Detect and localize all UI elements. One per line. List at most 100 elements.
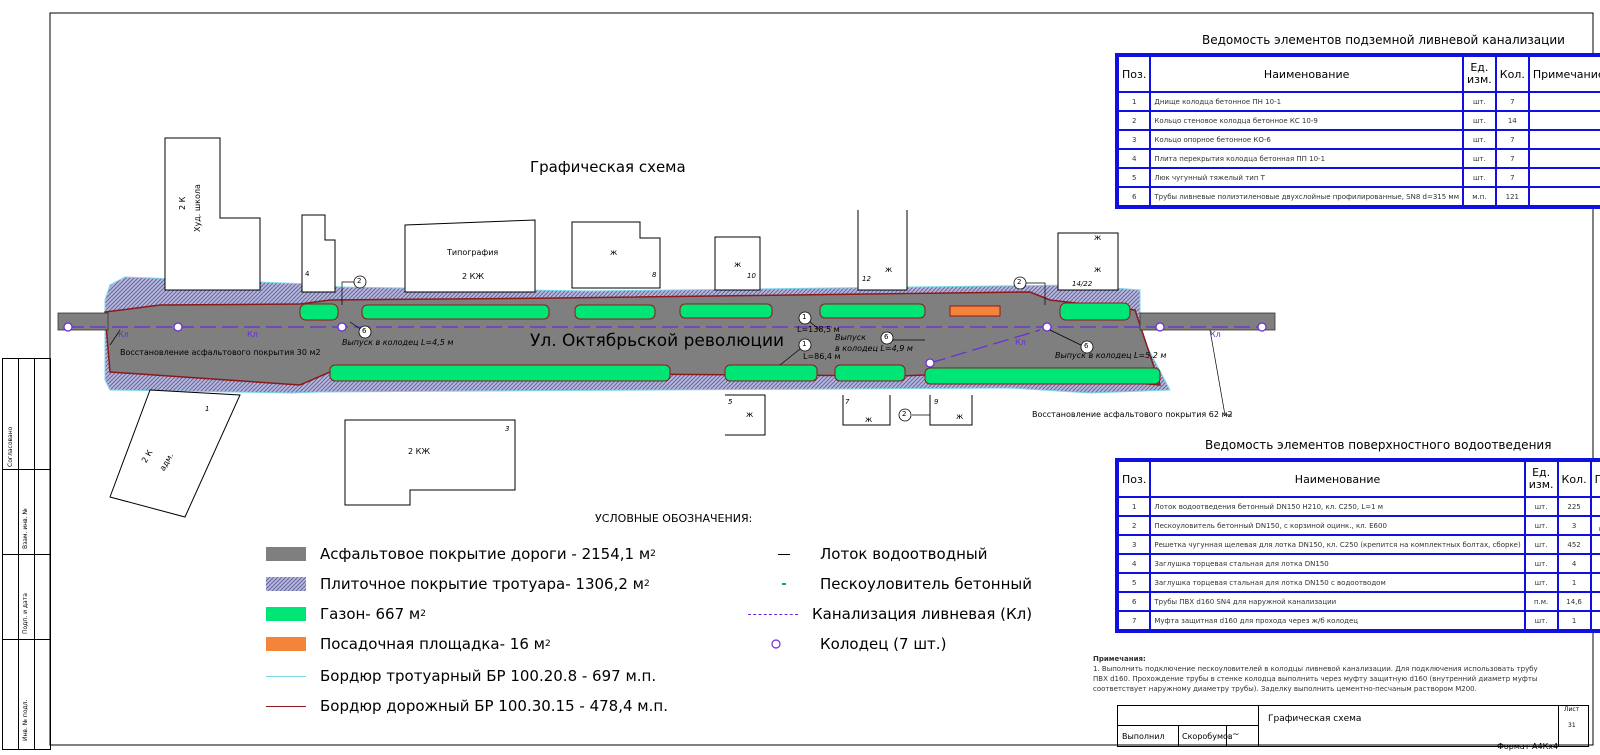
cell-pos: 3 [1115, 534, 1152, 555]
restore-62-label: Восстановление асфальтового покрытия 62 … [1032, 410, 1233, 419]
side-label-d: Инв. № подл. [22, 699, 29, 741]
school-label: Худ. школа [193, 184, 202, 232]
outlet-45-label: Выпуск в колодец L=4,5 м [342, 338, 454, 347]
kl-label-1: Кл [118, 330, 129, 339]
lawns [299, 302, 1161, 385]
lawn-swatch [266, 607, 306, 621]
cell-note [1589, 591, 1600, 612]
buildings [109, 137, 1119, 518]
callout-circles [353, 275, 1094, 422]
cell-qty: 4 [1556, 553, 1592, 574]
building-8-label: 8 [652, 271, 657, 279]
cell-pos: 1 [1115, 91, 1152, 112]
outlet-49-label-b: в колодец L=4,9 м [835, 344, 913, 353]
underground-table: Поз. Наименование Ед. изм. Кол. Примечан… [1115, 53, 1600, 209]
cell-unit: шт. [1523, 515, 1559, 536]
curb-sidewalk-line [266, 675, 306, 677]
cell-pos: 2 [1115, 110, 1152, 131]
sewer-symbol [748, 613, 798, 615]
building-5-zh: ж [746, 410, 754, 419]
cell-name: Трубы ПВХ d160 SN4 для наружной канализа… [1149, 591, 1526, 612]
legend-sup: 2 [544, 639, 551, 649]
col-unit: Ед. изм. [1461, 54, 1497, 93]
tile-swatch [266, 577, 306, 591]
cell-unit: шт. [1523, 534, 1559, 555]
cell-qty: 7 [1494, 91, 1530, 112]
legend-item-manhole: Колодец (7 шт.) [766, 635, 946, 653]
sandtrap-symbol [782, 583, 786, 585]
cell-pos: 6 [1115, 186, 1152, 208]
legend-label: Пескоуловитель бетонный [820, 575, 1032, 593]
building-14-label: 14/22 [1072, 280, 1093, 288]
cell-unit: шт. [1461, 91, 1497, 112]
cell-note [1527, 167, 1600, 188]
table-header-row: Поз. Наименование Ед. изм. Кол. Примечан… [1115, 459, 1600, 498]
col-note: Примечание [1589, 459, 1600, 498]
sewer-line [68, 326, 1265, 364]
manholes [63, 322, 1267, 368]
pad-swatch [266, 637, 306, 651]
cell-unit: шт. [1461, 129, 1497, 150]
legend-label: Лоток водоотводный [820, 545, 988, 563]
outlet-52-label: Выпуск в колодец L=5,2 м [1055, 351, 1167, 360]
legend-label: Бордюр тротуарный БР 100.20.8 - 697 м.п. [320, 667, 657, 685]
col-pos: Поз. [1115, 54, 1152, 93]
cell-pos: 3 [1115, 129, 1152, 150]
building-4-label: 4 [305, 270, 310, 278]
cell-name: Решетка чугунная щелевая для лотка DN150… [1149, 534, 1526, 555]
legend-label: Газон- 667 м [320, 605, 421, 623]
surface-table-title: Ведомость элементов поверхностного водоо… [1205, 438, 1552, 452]
callout-2c: 2 [902, 410, 907, 418]
underground-table-title: Ведомость элементов подземной ливневой к… [1202, 33, 1565, 47]
cell-unit: шт. [1523, 496, 1559, 517]
kl-label-2: Кл [247, 330, 258, 339]
building-12-label: 12 [862, 275, 871, 283]
legend-title: УСЛОВНЫЕ ОБОЗНАЧЕНИЯ: [595, 512, 753, 525]
cell-qty: 225 [1556, 496, 1592, 517]
restore-30-label: Восстановление асфальтового покрытия 30 … [120, 348, 321, 357]
col-unit: Ед. изм. [1523, 459, 1559, 498]
side-label-b: Взам. инв. № [22, 508, 29, 549]
cell-unit: шт. [1461, 167, 1497, 188]
col-qty: Кол. [1494, 54, 1530, 93]
cell-note [1527, 148, 1600, 169]
school-floors: 2 К [178, 196, 187, 210]
cell-pos: 5 [1115, 572, 1152, 593]
cell-name: Пескоуловитель бетонный DN150, с корзино… [1149, 515, 1526, 536]
cell-name: Заглушка торцевая стальная для лотка DN1… [1149, 553, 1526, 574]
col-pos: Поз. [1115, 459, 1152, 498]
side-stamp: Согласовано Взам. инв. № Подп. и дата Ин… [2, 358, 51, 750]
kl-label-3: Кл [1015, 338, 1026, 347]
curb-road-line [266, 705, 306, 707]
cell-unit: шт. [1461, 110, 1497, 131]
building-1-label: 1 [205, 405, 210, 413]
street-name: Ул. Октябрьской революции [530, 331, 785, 351]
length-864-label: L=86,4 м [803, 352, 841, 361]
building-7-zh: ж [865, 415, 873, 424]
cell-name: Кольцо стеновое колодца бетонное КС 10-9 [1149, 110, 1464, 131]
gutter-symbol [778, 553, 790, 555]
planting-pad [949, 305, 1001, 317]
cell-qty: 14 [1494, 110, 1530, 131]
legend-label: Колодец (7 шт.) [820, 635, 947, 653]
length-1385-label: L=138,5 м [797, 325, 840, 334]
cell-pos: 1 [1115, 496, 1152, 517]
building-12-zh: ж [885, 265, 893, 274]
stamp-title: Графическая схема [1268, 714, 1362, 724]
cell-unit: шт. [1523, 610, 1559, 632]
cell-note: С выпуском для подключения трубы [1589, 515, 1600, 536]
building-14-zh2: ж [1094, 265, 1102, 274]
typography-floors: 2 КЖ [462, 272, 484, 281]
legend-sup: 2 [420, 609, 426, 619]
cell-qty: 121 [1494, 186, 1530, 208]
cell-pos: 4 [1115, 553, 1152, 574]
legend-label: Бордюр дорожный БР 100.30.15 - 478,4 м.п… [320, 697, 668, 715]
building-7-label: 7 [845, 398, 850, 406]
cell-pos: 4 [1115, 148, 1152, 169]
